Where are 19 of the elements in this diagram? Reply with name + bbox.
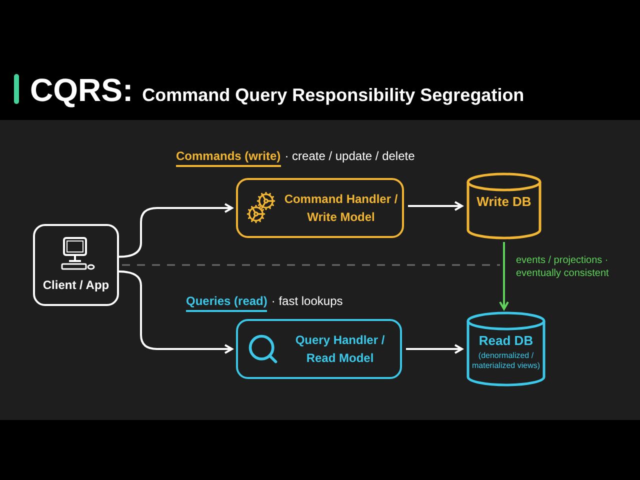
title: CQRS: Command Query Responsibility Segregation: [30, 71, 524, 110]
arrow: [499, 242, 509, 310]
arrow: [408, 201, 463, 211]
node-label: Client / App: [42, 277, 110, 294]
section-label: Commands (write): [176, 147, 281, 167]
arrow: [118, 270, 233, 354]
node-label: Write DB: [476, 193, 532, 211]
process-box: [236, 178, 404, 238]
node-note: (denormalized / materialized views): [470, 350, 542, 370]
node-label: Command Handler / Write Model: [284, 191, 398, 226]
section-label: Queries (read): [186, 292, 268, 312]
process-box: [236, 319, 402, 379]
section-note: · fast lookups: [271, 293, 343, 310]
arrow: [118, 203, 233, 258]
section-note: · create / update / delete: [284, 148, 415, 165]
arrow: [406, 344, 463, 354]
process-box: [33, 224, 119, 306]
node-label: Query Handler / Read Model: [294, 332, 386, 367]
node-label: Read DB: [478, 332, 534, 350]
